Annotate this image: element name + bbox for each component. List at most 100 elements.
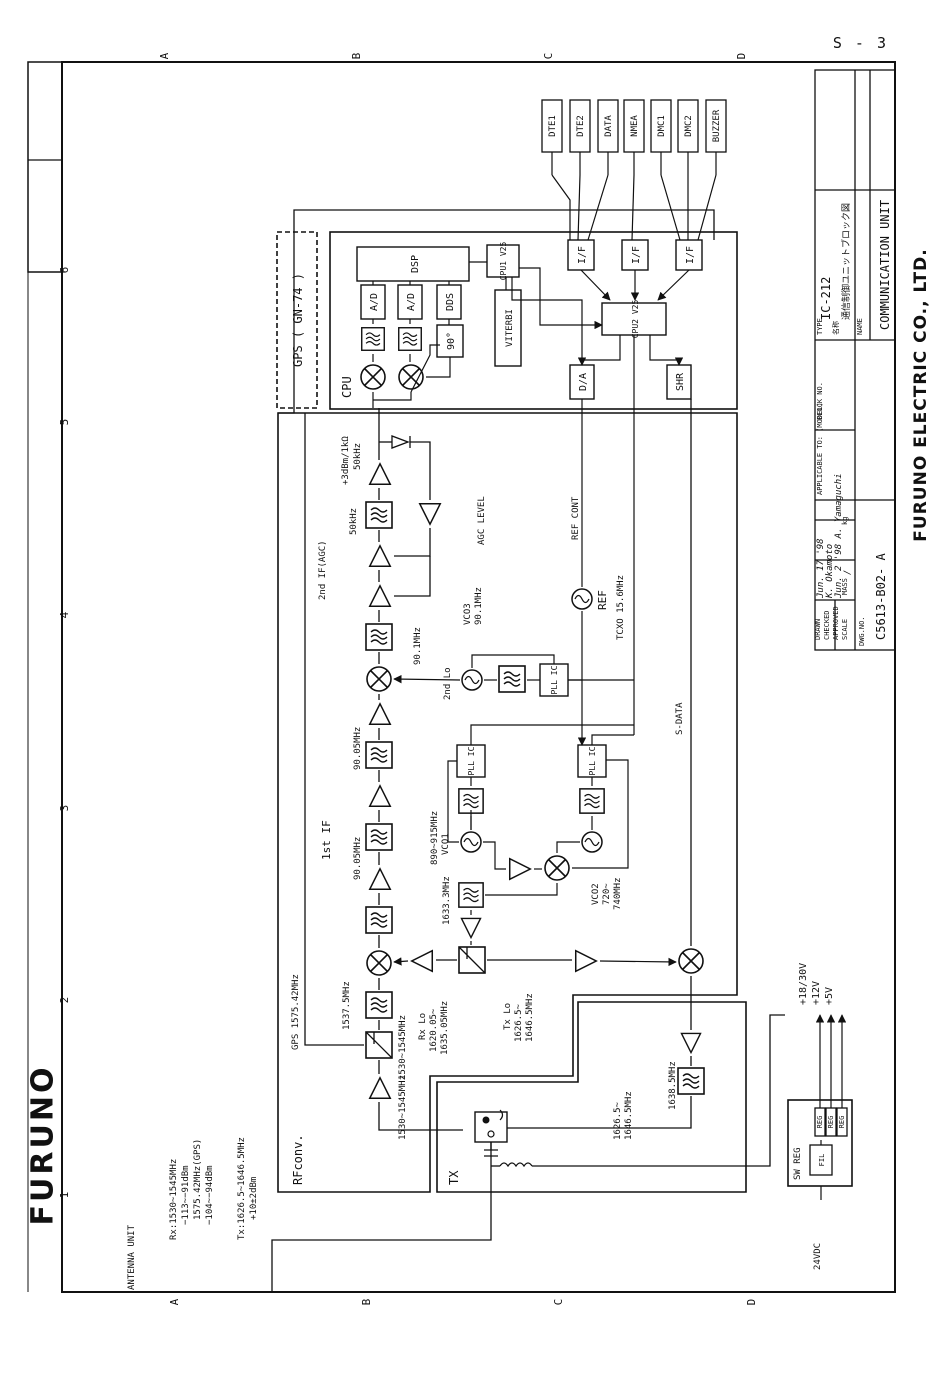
rx-agc-amp-2 — [368, 544, 392, 568]
approved-value: Jun. 2 '98 A. Yamaguchi — [834, 473, 844, 599]
grid-col-6: 6 — [58, 267, 71, 274]
title-block: DRAWN CHECKED APPROVED SCALE MASS kg DWG… — [814, 69, 896, 651]
dc-input-label: 24VDC — [813, 1243, 823, 1270]
block-no-label: BLOCK NO. — [816, 382, 824, 420]
cpu-internals: DSP A/D A/D DDS 90° CPU1 V25 VITERBI CPU… — [356, 239, 703, 408]
lo-splitter — [458, 946, 486, 974]
synthesizer-section: PLL IC PLL IC PLL IC — [393, 335, 677, 974]
vco2-oscillator — [581, 831, 603, 853]
vco2-freq-label: 720~ — [602, 883, 612, 905]
vco3-oscillator — [461, 669, 483, 691]
tx-lo-range-2: 1646.5MHz — [525, 993, 535, 1042]
tx-lo-label: Tx Lo — [503, 1003, 513, 1030]
cpu1-label: CPU1 V25 — [499, 242, 508, 281]
tx-band-label-1: 1626.5~ — [613, 1101, 623, 1140]
drawing-frame — [27, 61, 896, 1293]
tx-filter-1638 — [677, 1067, 705, 1095]
rx-filter-2 — [365, 623, 393, 651]
ref-tcxo — [571, 588, 593, 610]
agc-level-label: AGC LEVEL — [477, 496, 487, 545]
grid-col-4: 4 — [58, 611, 71, 618]
iq-mixer-q — [398, 364, 424, 390]
gps-receiver-label: GPS ( GN-74 ) — [291, 273, 305, 367]
voltage-5-label: +5V — [824, 987, 835, 1005]
viterbi-block — [494, 289, 522, 367]
transmit-chain — [271, 209, 785, 1292]
gps-receiver-box — [276, 231, 318, 409]
ref-cont-label: REF CONT — [571, 496, 581, 540]
checked-value: K. Okamoto — [825, 544, 835, 599]
checked-label: CHECKED — [823, 610, 831, 640]
output-level-label: +3dBm/1kΩ — [341, 436, 351, 485]
mass-unit: kg — [841, 517, 849, 525]
dmc2-port-label: DMC2 — [684, 115, 694, 137]
dte1-port-label: DTE1 — [548, 115, 558, 137]
if-1537-label: 1537.5MHz — [342, 981, 352, 1030]
rx-input-amp — [368, 1076, 392, 1100]
iq-filter-q — [397, 326, 423, 352]
antenna-unit-label: ANTENNA UNIT — [127, 1224, 137, 1290]
rx-lo-range-2: 1635.05MHz — [440, 1001, 450, 1055]
grid-row-b-bottom: B — [360, 1298, 373, 1305]
lo-amp-2 — [460, 917, 482, 939]
external-interfaces: DTE1 DTE2 DATA NMEA DMC1 DMC2 BUZZER — [541, 99, 727, 241]
rx-agc-amp-1 — [368, 584, 392, 608]
lo-amp — [508, 857, 532, 881]
buzzer-port-label: BUZZER — [712, 109, 722, 142]
vco2-label: VCO2 — [591, 883, 601, 905]
grid-row-c-bottom: C — [552, 1299, 565, 1306]
agc-diode — [391, 435, 411, 449]
grid-row-a-top: A — [158, 52, 171, 59]
lo-filter-1633 — [458, 882, 484, 908]
vco3-label: VCO3 — [463, 603, 473, 625]
grid-col-3: 3 — [58, 805, 71, 812]
grid-references: A B C D A B C D 1 2 3 4 5 6 — [58, 52, 758, 1305]
rx-filter-1 — [365, 906, 393, 934]
cpu-section-box — [329, 231, 738, 410]
pll-label-vco1: PLL IC — [467, 746, 476, 775]
type-value: IC-212 — [819, 277, 833, 320]
drawn-value: Jun. 17 '98 — [816, 538, 826, 599]
rx-filter-50k — [365, 501, 393, 529]
reg-label-2: REG — [827, 1116, 835, 1129]
rx-filter-90b — [365, 741, 393, 769]
ref-label: REF — [596, 590, 609, 610]
rf-input-label-2: 1530~1545MHz — [398, 1075, 408, 1140]
name-jp-value: 通信制御ユニットブロック図 — [840, 203, 852, 320]
if-90b-label: 90.05MHz — [353, 727, 363, 770]
grid-row-b-top: B — [350, 52, 363, 59]
output-freq-label: 50kHz — [353, 443, 363, 470]
dc-feed-inductor — [499, 1162, 533, 1168]
iq-mixer-i — [360, 364, 386, 390]
vco1-label: VCO1 — [441, 833, 451, 855]
grid-row-c-top: C — [542, 53, 555, 60]
sw-reg-label: SW REG — [793, 1147, 803, 1180]
dmc1-port-label: DMC1 — [657, 115, 667, 137]
grid-row-a-bottom: A — [168, 1298, 181, 1305]
tcxo-label: TCXO 15.6MHz — [616, 575, 626, 640]
dte2-port-label: DTE2 — [576, 115, 586, 137]
rx-filter-90a — [365, 823, 393, 851]
ad-label-q: A/D — [406, 293, 417, 311]
spec-tx-level: +10±2dBm — [249, 1177, 259, 1220]
vco1-freq-label: 890~915MHz — [430, 811, 440, 865]
tx-section-label: TX — [447, 1170, 461, 1185]
rf-input-label: 1530~1545MHz — [398, 1015, 408, 1080]
grid-col-2: 2 — [58, 997, 71, 1004]
cpu2-label: CPU2 V25 — [631, 300, 640, 339]
tx-amp — [680, 1032, 702, 1054]
rx-duplexer — [365, 1031, 393, 1059]
shr-label: SHR — [675, 372, 686, 391]
name-value: COMMUNICATION UNIT — [878, 200, 892, 330]
spec-rx-band: Rx:1530~1545MHz — [169, 1159, 179, 1240]
lo-mixer — [544, 855, 570, 881]
grid-col-1: 1 — [58, 1192, 71, 1199]
antenna-specs: Rx:1530~1545MHz −113~−91dBm 1575.42MHz(G… — [169, 1137, 259, 1240]
vco1-filter — [458, 788, 484, 814]
vco3-freq-label: 90.1MHz — [474, 587, 484, 625]
phase-shift-90-block — [436, 324, 464, 358]
fil-label: FIL — [818, 1154, 826, 1167]
rfconv-section-box — [277, 412, 738, 1193]
da-label: D/A — [578, 373, 589, 391]
shr-block — [666, 364, 692, 400]
